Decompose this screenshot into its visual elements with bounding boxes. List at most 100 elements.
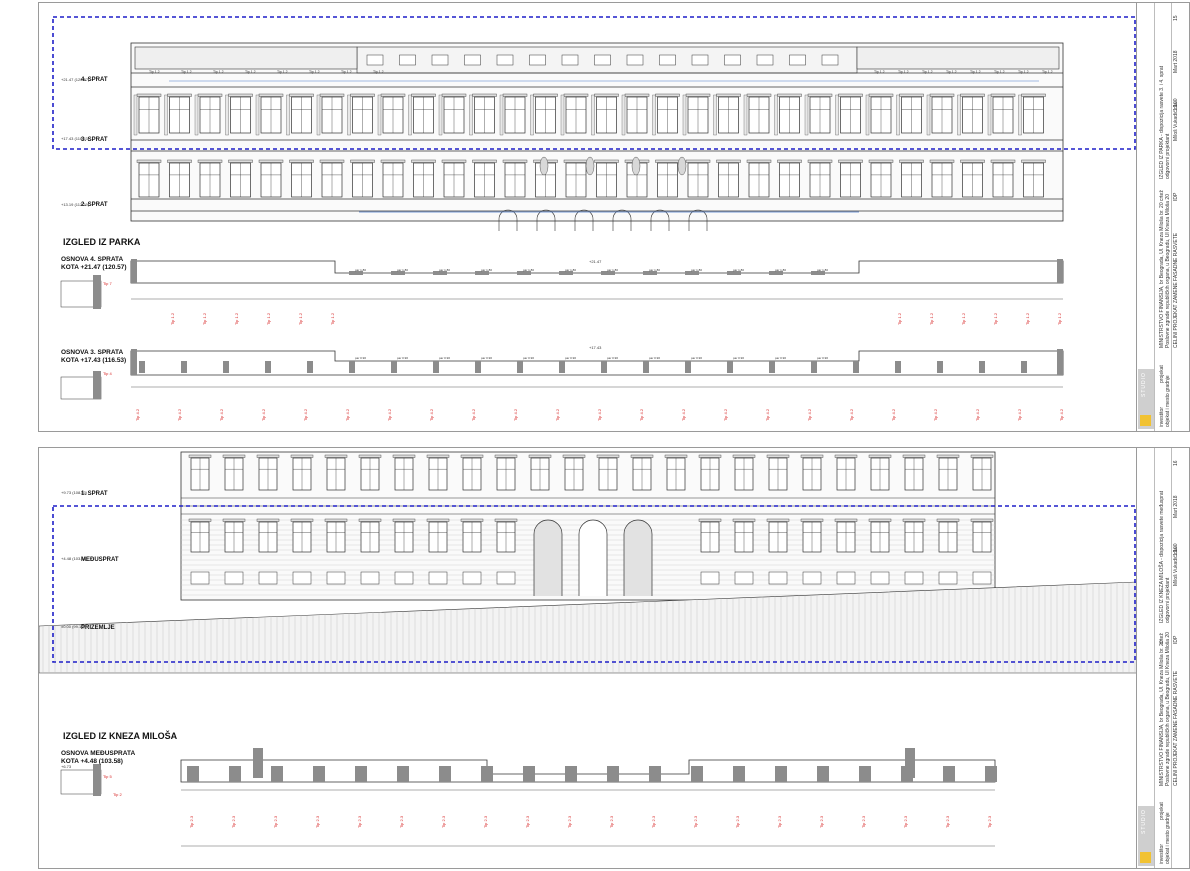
plan3-pier: [475, 361, 481, 373]
window-cornice: [624, 93, 650, 97]
window-cornice: [228, 159, 253, 163]
plan3-mark: +17.43: [589, 345, 602, 350]
level-kota-2: +13.19 (112.29): [61, 202, 90, 207]
red-tag: Tip 2.3: [693, 815, 698, 828]
plan3-pier: [559, 361, 565, 373]
selection-frame: [52, 16, 1136, 150]
red-tag: Tip 2.3: [441, 815, 446, 828]
pilaster: [682, 94, 687, 136]
plan3-dim: par 0.90: [649, 356, 660, 360]
plan3-dim: par 0.90: [565, 356, 576, 360]
basement-window: [224, 571, 244, 585]
window-cornice: [630, 454, 654, 458]
window-cornice: [936, 454, 960, 458]
pilaster: [377, 94, 382, 136]
plan3-pier: [181, 361, 187, 373]
plan3-pier: [853, 361, 859, 373]
plan-medjusprat-name: OSNOVA MEĐUSPRATA: [61, 750, 136, 757]
window-cornice: [899, 159, 924, 163]
plan-wall: [253, 748, 263, 778]
window-cornice: [698, 518, 722, 522]
plan3-pier: [937, 361, 943, 373]
red-tag: Tip 1.2: [266, 312, 271, 325]
portal-arch: [623, 519, 653, 596]
window-cornice: [899, 93, 924, 97]
plan-pier: [187, 766, 199, 782]
plan3-pier: [979, 361, 985, 373]
pilaster: [926, 94, 931, 136]
window-cornice: [392, 518, 416, 522]
window-cornice: [800, 518, 824, 522]
pilaster: [133, 94, 138, 136]
plan4-dim: par 1.80: [775, 268, 786, 272]
tb-sheet-number: 15: [1173, 15, 1179, 21]
attic-window: [626, 54, 644, 66]
basement-window: [360, 571, 380, 585]
statue: [585, 156, 595, 176]
window-cornice: [834, 518, 858, 522]
red-tag: Tip 4.2: [135, 408, 140, 421]
plan-pier: [859, 766, 871, 782]
plan4-pier: [769, 271, 783, 275]
red-tag: Tip 4.2: [471, 408, 476, 421]
red-tag: Tip 2.3: [609, 815, 614, 828]
window-cornice: [256, 454, 280, 458]
plan4-dim: par 1.80: [649, 268, 660, 272]
window-cornice: [716, 93, 741, 97]
basement-window: [292, 571, 312, 585]
tb-object-b: Poslovne zgrade republičkih organa, u Be…: [1165, 632, 1171, 786]
arch: [650, 209, 670, 231]
window-cornice: [167, 93, 192, 97]
window-cornice: [411, 93, 436, 97]
window-cornice: [441, 93, 467, 97]
window-cornice: [902, 454, 926, 458]
window-cornice: [460, 518, 484, 522]
plan-4-name: OSNOVA 4. SPRATA: [61, 256, 124, 263]
tag-upper: Tip 1.2: [149, 70, 160, 74]
window-cornice: [502, 159, 528, 163]
pilaster: [438, 94, 443, 136]
red-tag: Tip 2.3: [735, 815, 740, 828]
red-tag: Tip 4.2: [765, 408, 770, 421]
section-title-park: IZGLED IZ PARKA: [63, 237, 141, 247]
plan3-pier: [433, 361, 439, 373]
plan3-dim: par 0.90: [733, 356, 744, 360]
plan3-pier: [349, 361, 355, 373]
studio-logo-bottom: STUDIO: [1138, 806, 1154, 866]
plan3-dim: par 0.90: [817, 356, 828, 360]
pilaster: [621, 94, 626, 136]
pilaster: [713, 94, 717, 136]
tag-upper: Tip 1.2: [181, 70, 192, 74]
plan-pier: [523, 766, 535, 782]
tb-project: CELINI PROJEKAT ZAMENE FASADNE RASVETE: [1173, 232, 1179, 348]
plan-pier: [691, 766, 703, 782]
plan3-pier: [223, 361, 229, 373]
plan4-dim: par 1.80: [607, 268, 618, 272]
plan-3-kota: KOTA +17.43 (116.53): [61, 357, 127, 364]
plan4-pier: [559, 271, 573, 275]
plan3-pier: [643, 361, 649, 373]
window-cornice: [502, 93, 528, 97]
window-cornice: [289, 93, 314, 97]
window-cornice: [358, 518, 382, 522]
plan3-pier: [895, 361, 901, 373]
tb-project-label: projekat: [1159, 365, 1165, 383]
tag-upper: Tip 1.2: [1042, 70, 1053, 74]
plan3-pier: [769, 361, 775, 373]
window-cornice: [258, 159, 284, 163]
pilaster: [652, 94, 656, 136]
basement-window: [326, 571, 346, 585]
plan-mark: +6.73: [61, 764, 72, 769]
detail-wall: [93, 764, 101, 796]
level-label-2-sprat: 2. SPRAT: [81, 202, 108, 208]
pilaster: [255, 94, 260, 136]
red-tag: Tip 4.2: [975, 408, 980, 421]
plan-pier: [985, 766, 997, 782]
plan4-dim: par 1.80: [523, 268, 534, 272]
plan4-pier: [349, 271, 363, 275]
red-tag: Tip 2.3: [399, 815, 404, 828]
plan4-dim: par 1.80: [481, 268, 492, 272]
plan-outline: [180, 759, 996, 783]
window-cornice: [167, 159, 192, 163]
